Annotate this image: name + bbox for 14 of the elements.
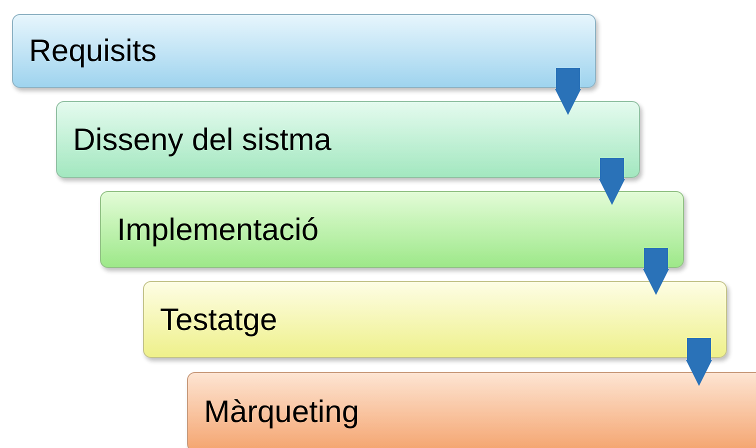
- stage-box: [56, 101, 640, 178]
- stage-box: [187, 372, 756, 448]
- down-arrow: [555, 68, 581, 115]
- down-arrow: [599, 158, 625, 205]
- stage-box: [100, 191, 684, 268]
- stage-box: [12, 14, 596, 88]
- stage-label: Testatge: [160, 302, 278, 338]
- stage-box: [143, 281, 727, 358]
- down-arrow: [643, 248, 669, 295]
- stage-label: Implementació: [117, 212, 319, 248]
- stage-label: Màrqueting: [204, 394, 360, 430]
- stage-label: Disseny del sistma: [73, 122, 332, 158]
- down-arrow: [686, 338, 712, 386]
- stage-label: Requisits: [29, 33, 156, 69]
